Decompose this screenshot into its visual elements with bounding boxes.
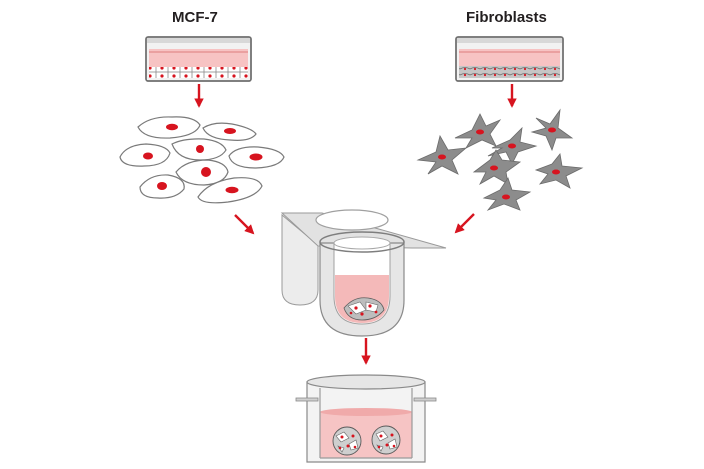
fibroblast-cell-icon xyxy=(416,134,468,175)
epithelial-cell-icon xyxy=(202,122,257,141)
epithelial-cell-icon xyxy=(119,143,171,167)
spheroid-icon xyxy=(332,426,362,456)
fibroblast-cell-icon xyxy=(472,149,522,186)
fibroblast-cell-icon xyxy=(482,177,532,211)
transwell-insert-icon xyxy=(295,374,437,463)
fibroblast-culture-dish-icon xyxy=(455,36,564,82)
epithelial-cell-icon xyxy=(171,138,227,161)
fibroblast-cells xyxy=(416,108,584,211)
fibroblast-cell-icon xyxy=(454,113,502,149)
spheroid-icon xyxy=(371,425,401,455)
mcf7-culture-dish-icon xyxy=(145,36,252,82)
arrow-diagonal-icon xyxy=(234,214,255,235)
label-fibroblasts: Fibroblasts xyxy=(466,9,547,26)
epithelial-cell-icon xyxy=(137,116,201,139)
fibroblast-cell-icon xyxy=(534,153,584,189)
mcf7-cells xyxy=(119,116,285,204)
epithelial-cell-icon xyxy=(197,177,263,204)
u-bottom-well-plate-icon xyxy=(280,209,447,337)
label-mcf7: MCF-7 xyxy=(172,9,218,26)
epithelial-cell-icon xyxy=(228,146,285,169)
fibroblast-cell-icon xyxy=(487,126,538,165)
arrow-diagonal-icon xyxy=(454,213,475,234)
epithelial-cell-icon xyxy=(175,159,229,186)
cell-mixture xyxy=(343,297,385,321)
fibroblast-cell-icon xyxy=(530,108,574,152)
epithelial-cell-icon xyxy=(139,174,185,199)
